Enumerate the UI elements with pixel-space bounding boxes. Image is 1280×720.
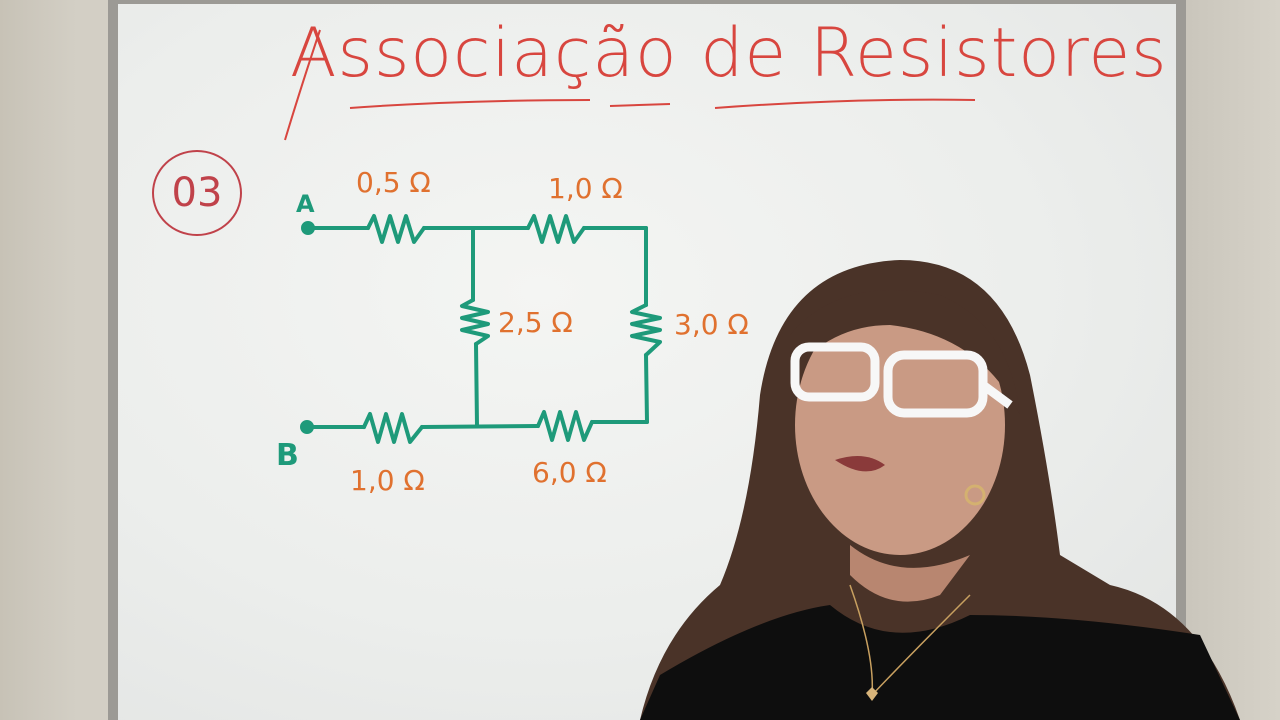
problem-number: 03 [152,150,242,236]
resistor-r3-label: 2,5 Ω [498,306,573,339]
resistor-r2 [526,214,586,244]
board-title: Associação de Resistores [290,14,1168,93]
resistor-r1-label: 0,5 Ω [356,166,431,199]
resistor-r4-label: 3,0 Ω [674,308,749,341]
resistor-r3 [460,298,490,346]
glasses-icon [790,342,1013,418]
resistor-r5 [362,412,424,444]
presenter [640,260,1240,720]
resistor-r6 [536,410,594,442]
wall [1180,0,1280,720]
resistor-r2-label: 1,0 Ω [548,172,623,205]
resistor-r5-label: 1,0 Ω [350,464,425,497]
resistor-r1 [366,214,426,244]
resistor-r6-label: 6,0 Ω [532,456,607,489]
node-a-label: A [296,190,315,218]
node-b-label: B [276,438,299,473]
resistor-r4 [630,303,662,357]
